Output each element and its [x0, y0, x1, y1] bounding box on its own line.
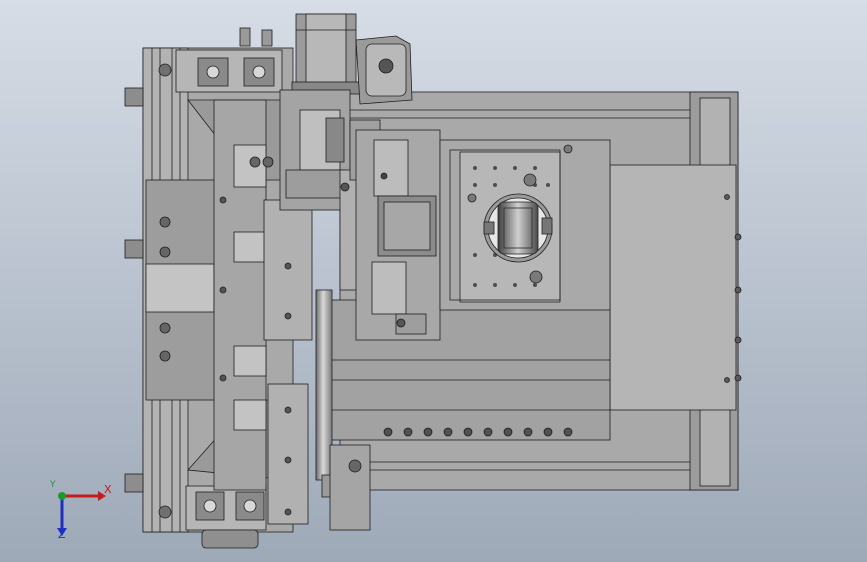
axis-arrows-icon	[57, 491, 106, 536]
top-extrusion-profile	[158, 27, 283, 93]
rotary-chuck	[483, 193, 553, 263]
gantry-plates	[213, 99, 313, 525]
bottom-hole-row	[383, 427, 573, 437]
lead-screw	[315, 289, 371, 531]
x-axis-label: X	[104, 483, 112, 496]
coordinate-triad: X Y Z	[40, 478, 120, 548]
y-carriage	[355, 129, 441, 341]
z-axis-label: Z	[58, 528, 66, 541]
y-axis-label: Y	[50, 480, 56, 490]
table-holes	[473, 166, 550, 287]
bottom-extrusion-profile	[158, 485, 267, 549]
right-edge-bolts	[724, 194, 742, 383]
